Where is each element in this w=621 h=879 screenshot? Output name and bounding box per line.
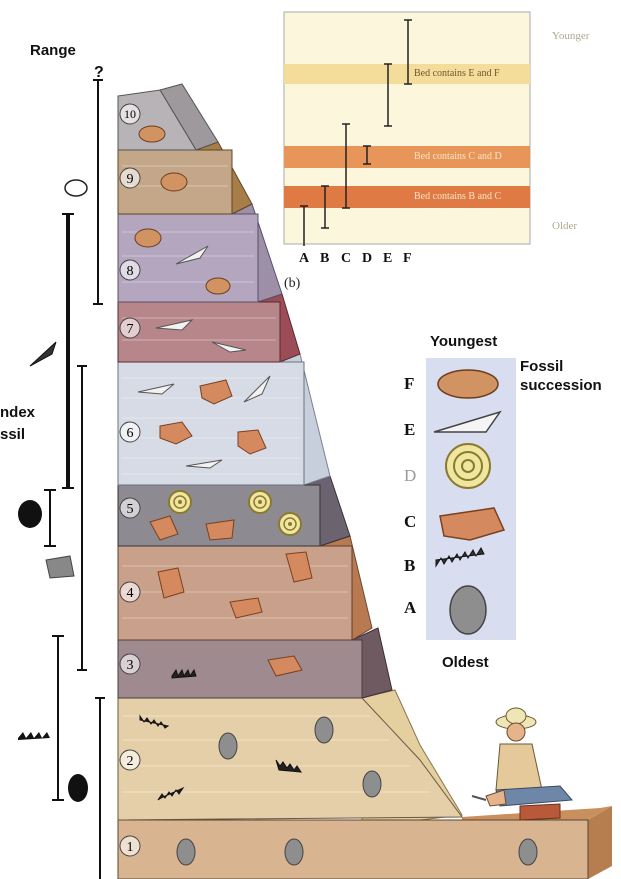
trilobite-fossil	[315, 717, 333, 743]
trilobite-key-icon	[450, 586, 486, 634]
band-ef-label: Bed contains E and F	[414, 68, 500, 79]
bed-number: 6	[127, 426, 134, 441]
band-bc-label: Bed contains B and C	[414, 191, 501, 202]
bed-number: 1	[127, 840, 134, 855]
range-bars	[44, 80, 105, 879]
bed-number: 2	[127, 754, 134, 769]
trilobite-fossil-icon	[68, 774, 88, 802]
bed-number: 7	[127, 322, 134, 337]
ammonite-fossil	[249, 491, 271, 513]
bed-number: 10	[124, 107, 136, 121]
trilobite-fossil	[219, 733, 237, 759]
trilobite-fossil	[285, 839, 303, 865]
panel-b-letter-c: C	[341, 251, 351, 267]
ammonite-fossil	[169, 491, 191, 513]
fossil-succession-label: Fossil succession	[520, 357, 602, 395]
bed-number: 4	[127, 586, 134, 601]
key-letter-c: C	[404, 512, 416, 532]
younger-label: Younger	[552, 30, 589, 42]
youngest-label: Youngest	[430, 333, 497, 350]
clam-key-icon	[438, 370, 498, 398]
older-label: Older	[552, 220, 577, 232]
panel-b-letter-f: F	[403, 251, 412, 267]
range-question-mark: ?	[94, 64, 104, 82]
succession-line1: Fossil	[520, 357, 602, 376]
shard-fossil-icon	[46, 556, 74, 578]
key-letter-a: A	[404, 598, 416, 618]
bed-number: 9	[127, 172, 134, 187]
clam-fossil	[206, 278, 230, 294]
bed-number: 3	[127, 658, 134, 673]
clam-fossil	[135, 229, 161, 247]
panel-b-label: (b)	[284, 276, 300, 292]
succession-key	[426, 358, 516, 640]
index-label-line2: ssil	[0, 424, 35, 446]
trilobite-fossil	[177, 839, 195, 865]
panel-b-letter-e: E	[383, 251, 392, 267]
geologist-figure	[472, 708, 572, 820]
band-cd-label: Bed contains C and D	[414, 151, 502, 162]
shard-fossil	[206, 520, 234, 540]
graptolite-fossil-icon	[18, 732, 50, 740]
clam-fossil	[161, 173, 187, 191]
key-letter-b: B	[404, 556, 415, 576]
cone-fossil-icon	[30, 342, 56, 366]
oldest-label: Oldest	[442, 654, 489, 671]
panel-b	[284, 12, 530, 246]
succession-line2: succession	[520, 376, 602, 395]
panel-b-letter-a: A	[299, 251, 309, 267]
key-letter-d: D	[404, 466, 416, 486]
range-label: Range	[30, 42, 76, 59]
clam-fossil-icon	[65, 180, 87, 196]
ammonite-fossil	[279, 513, 301, 535]
clam-fossil	[139, 126, 165, 142]
ammonite-fossil-icon	[18, 500, 42, 528]
index-label-line1: ndex	[0, 402, 35, 424]
trilobite-fossil	[519, 839, 537, 865]
ammonite-key-icon	[446, 444, 490, 488]
trilobite-fossil	[363, 771, 381, 797]
bed-number: 5	[127, 502, 134, 517]
bed-number: 8	[127, 264, 134, 279]
key-letter-f: F	[404, 374, 414, 394]
panel-b-letter-d: D	[362, 251, 372, 267]
panel-b-letter-b: B	[320, 251, 329, 267]
index-fossil-label: ndex ssil	[0, 402, 35, 446]
key-letter-e: E	[404, 420, 415, 440]
